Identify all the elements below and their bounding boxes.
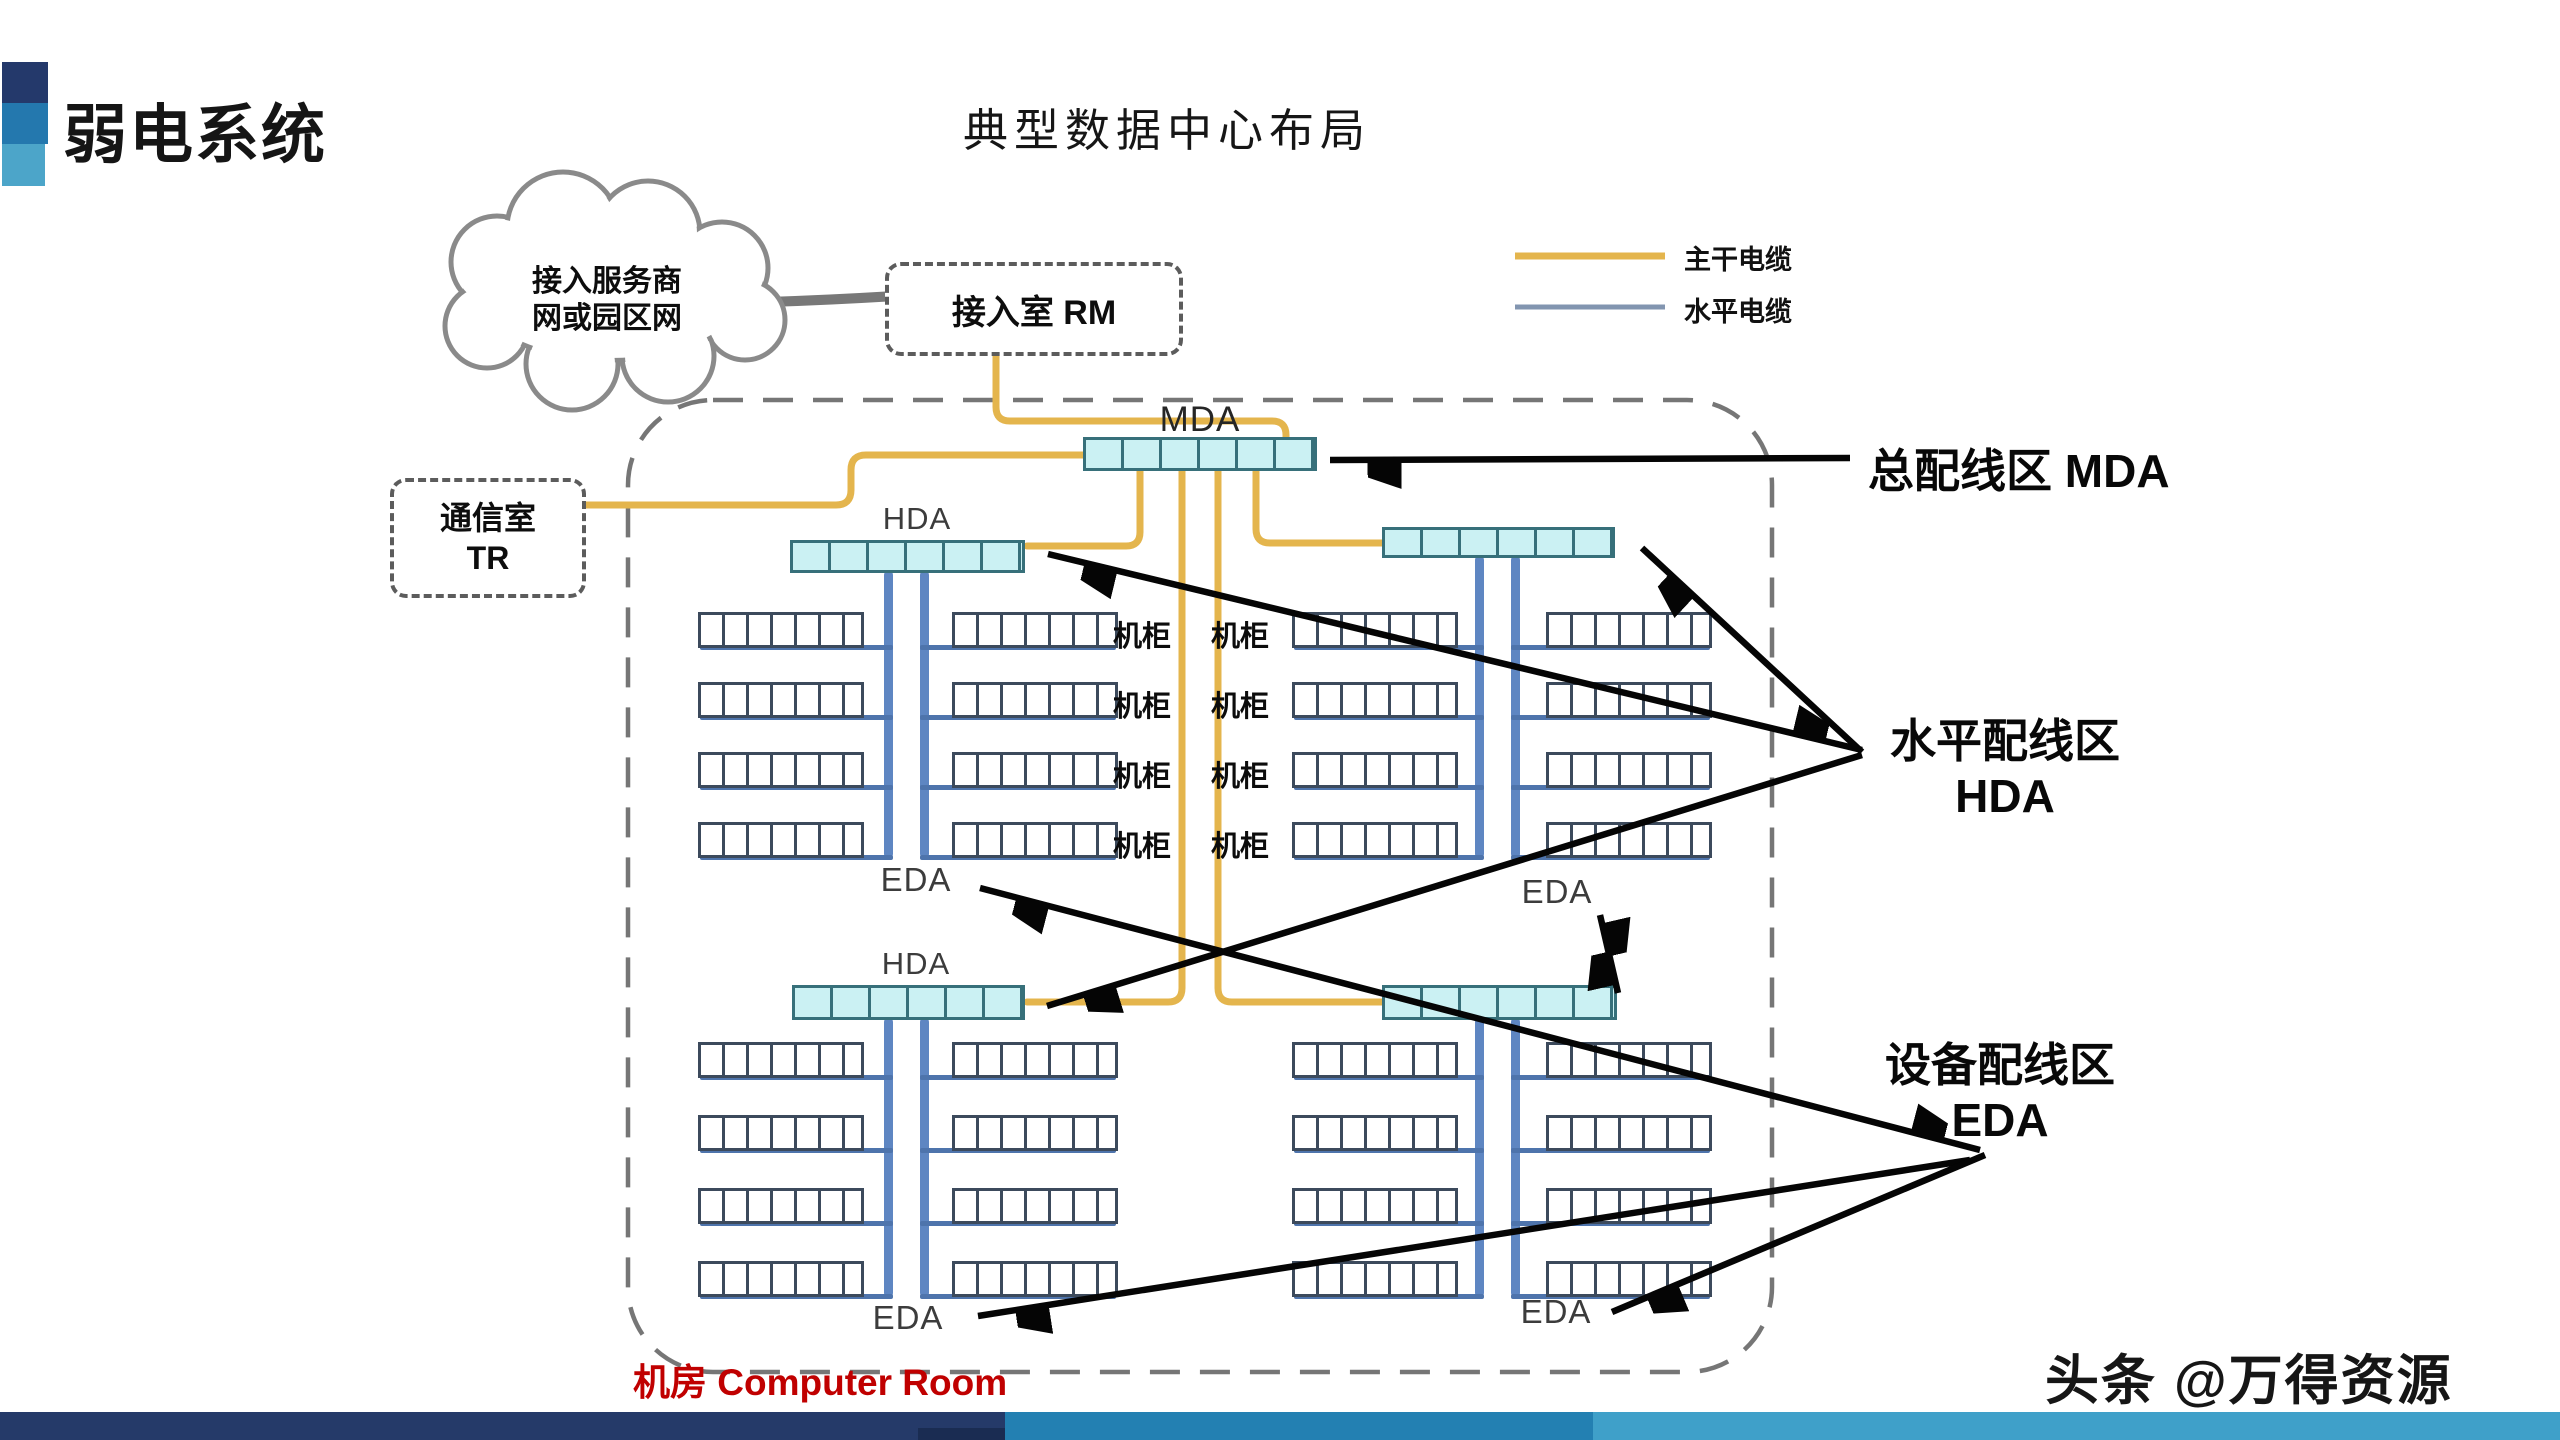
- server-rack-row: [698, 822, 864, 858]
- page-title: 弱电系统: [63, 99, 327, 171]
- eda-zone-label-topleft: EDA: [880, 861, 952, 898]
- cabinet-label: 机柜: [1210, 621, 1270, 653]
- server-rack-row: [1546, 822, 1712, 858]
- watermark-text: 头条 @万得资源: [2045, 1351, 2453, 1411]
- hda-patch-panel-bar: [792, 985, 1025, 1020]
- cabinet-label: 机柜: [1112, 831, 1172, 863]
- provider-cloud-label: 接入服务商 网或园区网: [532, 265, 682, 335]
- horizontal-cable-trunk: [1475, 556, 1484, 858]
- server-rack-row: [1546, 612, 1712, 648]
- server-rack-row: [1546, 1188, 1712, 1224]
- server-rack-row: [698, 682, 864, 718]
- footer-bar-navy: [0, 1412, 1005, 1440]
- access-room-box: 接入室 RM: [885, 262, 1183, 356]
- server-rack-row: [1292, 1115, 1458, 1151]
- horizontal-cable-trunk: [920, 1018, 929, 1297]
- server-rack-row: [952, 1042, 1118, 1078]
- telecom-room-box: 通信室 TR: [390, 478, 586, 598]
- horizontal-cable-trunk: [1475, 1018, 1484, 1297]
- cable-mda-to-hda-topleft: [1023, 466, 1144, 550]
- cloud-connector-line: [763, 291, 900, 307]
- title-accent-square-mid: [2, 103, 48, 144]
- server-rack-row: [952, 1261, 1118, 1297]
- server-rack-row: [1546, 1261, 1712, 1297]
- server-rack-row: [1292, 822, 1458, 858]
- hda-patch-panel-bar: [1382, 985, 1617, 1020]
- server-rack-row: [1292, 682, 1458, 718]
- server-rack-row: [1292, 752, 1458, 788]
- server-rack-row: [952, 1115, 1118, 1151]
- server-rack-row: [698, 1115, 864, 1151]
- server-rack-row: [698, 1188, 864, 1224]
- callout-eda: 设备配线区 EDA: [1885, 1039, 2115, 1146]
- hda-zone-label-topleft: HDA: [882, 501, 952, 536]
- horizontal-cable-trunk: [884, 571, 893, 858]
- server-rack-row: [952, 752, 1118, 788]
- horizontal-cable-trunk: [1511, 556, 1520, 858]
- server-rack-row: [698, 1042, 864, 1078]
- computer-room-caption: 机房 Computer Room: [633, 1362, 1008, 1403]
- server-rack-row: [952, 612, 1118, 648]
- server-rack-row: [1546, 682, 1712, 718]
- cabinet-label: 机柜: [1210, 761, 1270, 793]
- cable-rm-to-mda: [992, 344, 1290, 444]
- footer-bar-notch: [918, 1428, 1005, 1440]
- server-rack-row: [952, 822, 1118, 858]
- server-rack-row: [1292, 612, 1458, 648]
- eda-zone-label-bottomright: EDA: [1520, 1293, 1592, 1330]
- horizontal-cable-trunk: [1511, 1018, 1520, 1297]
- hda-zone-label-bottomleft: HDA: [881, 946, 951, 981]
- hda-patch-panel-bar: [790, 540, 1025, 573]
- provider-cloud-fill: [448, 175, 782, 407]
- horizontal-cable-trunk: [884, 1018, 893, 1297]
- eda-zone-label-bottomleft: EDA: [872, 1299, 944, 1336]
- server-rack-row: [698, 1261, 864, 1297]
- slide-subtitle: 典型数据中心布局: [963, 105, 1372, 156]
- cabinet-label: 机柜: [1112, 761, 1172, 793]
- cable-mda-to-hda-bottomright: [1214, 466, 1388, 1006]
- server-rack-row: [1292, 1042, 1458, 1078]
- legend-backbone-label: 主干电缆: [1684, 245, 1792, 275]
- title-accent-square-light: [2, 144, 45, 186]
- cabinet-label: 机柜: [1210, 831, 1270, 863]
- hda-patch-panel-bar: [1382, 527, 1615, 558]
- footer-bar-blue: [1005, 1412, 1593, 1440]
- footer-bar-light: [1593, 1412, 2560, 1440]
- server-rack-row: [1292, 1261, 1458, 1297]
- cable-mda-to-hda-bottomleft: [1023, 466, 1186, 1006]
- mda-patch-panel-bar: [1083, 437, 1317, 471]
- cable-tr-to-mda: [574, 451, 1089, 509]
- cable-mda-to-hda-topright: [1252, 466, 1388, 547]
- callout-mda: 总配线区 MDA: [1868, 445, 2170, 497]
- eda-zone-label-topright: EDA: [1521, 873, 1593, 910]
- server-rack-row: [952, 1188, 1118, 1224]
- callout-hda: 水平配线区 HDA: [1890, 715, 2120, 822]
- horizontal-cable-trunk: [920, 571, 929, 858]
- cabinet-label: 机柜: [1112, 691, 1172, 723]
- server-rack-row: [1546, 1115, 1712, 1151]
- server-rack-row: [1546, 752, 1712, 788]
- mda-zone-label: MDA: [1159, 400, 1241, 439]
- server-rack-row: [1292, 1188, 1458, 1224]
- server-rack-row: [1546, 1042, 1712, 1078]
- cabinet-label: 机柜: [1210, 691, 1270, 723]
- cabinet-label: 机柜: [1112, 621, 1172, 653]
- server-rack-row: [952, 682, 1118, 718]
- server-rack-row: [698, 752, 864, 788]
- title-accent-square-dark: [2, 62, 48, 103]
- server-rack-row: [698, 612, 864, 648]
- legend-horizontal-label: 水平电缆: [1684, 297, 1792, 327]
